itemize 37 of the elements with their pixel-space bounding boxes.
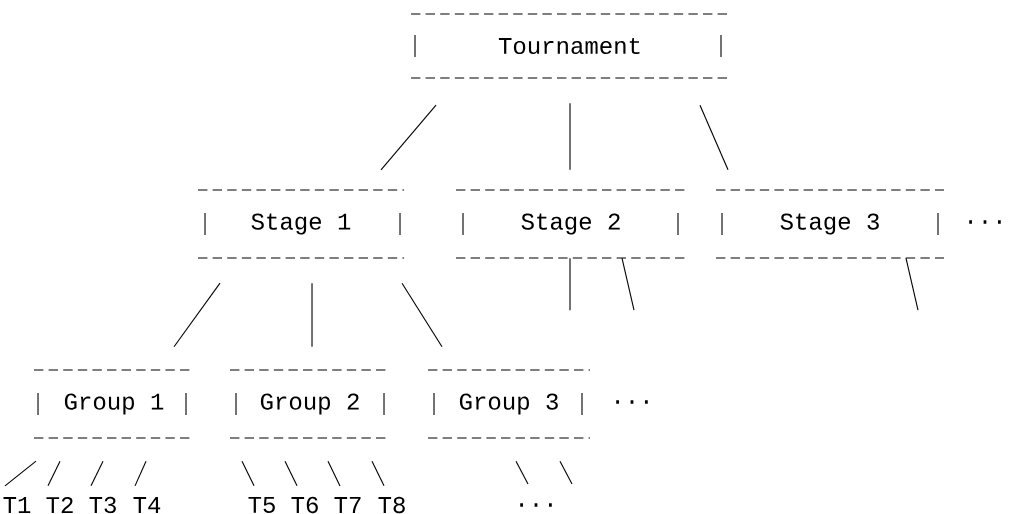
edge-line xyxy=(241,460,255,487)
stage-box: Stage 2 xyxy=(455,189,687,259)
leaf-label: T2 xyxy=(46,496,73,513)
edge-line xyxy=(4,460,37,487)
edge-line xyxy=(134,460,147,487)
group-box: Group 1 xyxy=(33,369,195,439)
edge-line xyxy=(699,104,729,171)
leaf-label: T7 xyxy=(334,497,361,513)
edge-line xyxy=(569,102,571,171)
ellipsis-label: ... xyxy=(969,220,1001,224)
stage-box: Stage 3 xyxy=(715,189,945,259)
edge-line xyxy=(371,460,385,487)
edge-line xyxy=(173,282,221,348)
edge-line xyxy=(47,460,61,487)
tournament-box: Tournament xyxy=(410,13,730,79)
leaf-label: T4 xyxy=(133,497,161,513)
edge-line xyxy=(569,257,571,311)
edge-line xyxy=(401,282,443,348)
edge-line xyxy=(284,460,298,487)
leaf-label: T5 xyxy=(248,496,275,513)
group-box: Group 3 xyxy=(427,369,591,439)
leaf-label: T3 xyxy=(89,496,116,514)
edge-line xyxy=(905,257,919,311)
group-box: Group 2 xyxy=(229,369,391,439)
leaf-label: T8 xyxy=(378,496,405,514)
edge-line xyxy=(515,460,529,485)
stage-box: Stage 1 xyxy=(197,189,405,259)
leaf-label: ... xyxy=(520,503,552,507)
edge-line xyxy=(327,460,341,487)
ellipsis-label: ... xyxy=(616,400,648,404)
leaf-label: T6 xyxy=(291,496,318,514)
edge-line xyxy=(311,282,313,348)
edge-line xyxy=(90,460,104,487)
edge-line xyxy=(380,104,437,171)
leaf-label: T1 xyxy=(3,497,31,513)
edge-line xyxy=(559,460,573,485)
edge-line xyxy=(621,257,635,311)
